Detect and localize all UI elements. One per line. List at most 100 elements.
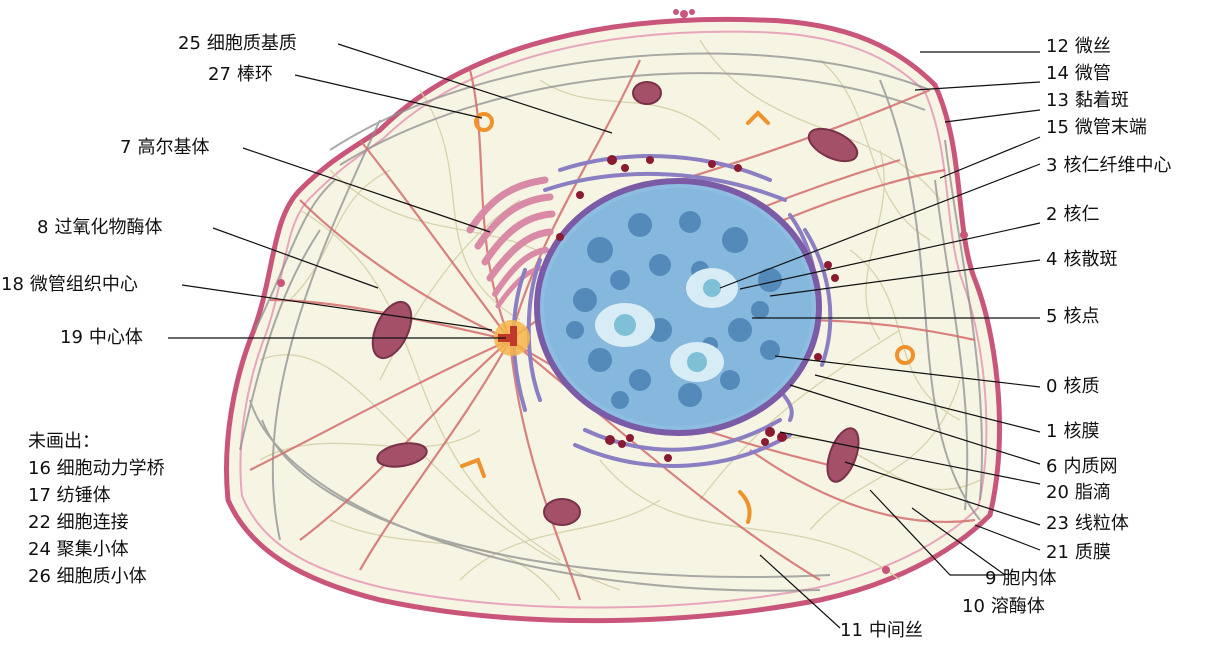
leader-7	[242, 147, 491, 233]
label-text: 质膜	[1074, 542, 1111, 563]
label-number: 3	[1046, 155, 1058, 176]
label-number: 21	[1046, 542, 1069, 563]
leader-8	[212, 227, 379, 289]
label-number: 13	[1046, 90, 1069, 111]
item-number: 24	[28, 539, 51, 560]
label-number: 7	[120, 137, 132, 158]
label-text: 胞内体	[1002, 568, 1057, 589]
leader-14	[914, 81, 1041, 91]
leader-0	[774, 355, 1041, 388]
label-text: 中心体	[88, 327, 143, 348]
label-number: 27	[208, 64, 231, 85]
label-text: 微管	[1074, 63, 1111, 84]
item-text: 聚集小体	[56, 539, 129, 560]
item-number: 22	[28, 512, 51, 533]
leader-11	[759, 554, 841, 629]
label-text: 线粒体	[1074, 513, 1129, 534]
leader-27	[294, 74, 483, 119]
label-text: 微管组织中心	[29, 274, 138, 295]
leader-25	[337, 43, 613, 134]
not-drawn-item: 26 细胞质小体	[28, 563, 165, 590]
label-text: 棒环	[236, 64, 273, 85]
label-text: 过氧化物酶体	[54, 217, 163, 238]
nuclear-speckles	[566, 211, 782, 409]
label-text: 核点	[1063, 306, 1100, 327]
leader-10	[869, 489, 1005, 576]
leader-23	[844, 461, 1041, 526]
label-text: 核膜	[1063, 421, 1100, 442]
leader-6	[789, 384, 1041, 465]
not-drawn-item: 17 纺锤体	[28, 482, 165, 509]
label-number: 9	[985, 568, 997, 589]
label-number: 11	[840, 620, 863, 641]
leader-lines	[168, 43, 1041, 629]
label-text: 脂滴	[1074, 482, 1111, 503]
not-drawn-list: 未画出： 16 细胞动力学桥 17 纺锤体 22 细胞连接 24 聚集小体 26…	[28, 428, 165, 590]
nucleoli	[595, 268, 738, 382]
leader-9	[911, 507, 1006, 576]
leader-13	[944, 109, 1041, 123]
item-text: 纺锤体	[56, 485, 111, 506]
rods-rings	[460, 110, 915, 524]
leader-2	[739, 222, 1041, 290]
not-drawn-item: 16 细胞动力学桥	[28, 455, 165, 482]
item-text: 细胞动力学桥	[56, 458, 165, 479]
label-number: 2	[1046, 204, 1058, 225]
label-number: 14	[1046, 63, 1069, 84]
label-number: 1	[1046, 421, 1058, 442]
label-text: 核质	[1063, 376, 1100, 397]
microfilaments	[239, 52, 983, 592]
membrane-buds	[277, 9, 968, 574]
label-number: 6	[1046, 456, 1058, 477]
item-number: 17	[28, 485, 51, 506]
label-number: 19	[60, 327, 83, 348]
leader-4	[769, 259, 1041, 297]
label-text: 溶酶体	[990, 596, 1045, 617]
label-number: 4	[1046, 249, 1058, 270]
not-drawn-item: 24 聚集小体	[28, 536, 165, 563]
label-text: 高尔基体	[137, 137, 210, 158]
label-text: 内质网	[1063, 456, 1118, 477]
not-drawn-title: 未画出：	[28, 431, 100, 452]
label-text: 核仁	[1063, 204, 1100, 225]
label-text: 核仁纤维中心	[1063, 155, 1172, 176]
leader-1	[814, 374, 1041, 433]
label-text: 细胞质基质	[206, 33, 297, 54]
not-drawn-item: 22 细胞连接	[28, 509, 165, 536]
label-number: 0	[1046, 376, 1058, 397]
label-number: 25	[178, 33, 201, 54]
plasma-membrane-inner	[239, 30, 988, 609]
leader-18	[181, 284, 493, 331]
label-number: 20	[1046, 482, 1069, 503]
leader-15	[939, 136, 1041, 179]
label-number: 12	[1046, 36, 1069, 57]
label-text: 微管末端	[1074, 117, 1147, 138]
centrosome	[494, 320, 530, 356]
label-number: 15	[1046, 117, 1069, 138]
item-text: 细胞质小体	[56, 566, 147, 587]
label-text: 中间丝	[868, 620, 923, 641]
